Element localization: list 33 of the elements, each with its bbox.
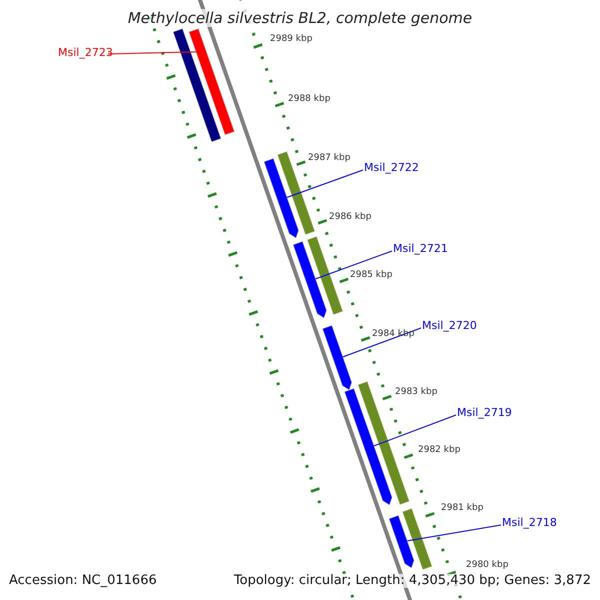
leader-line [286, 170, 364, 198]
leader-line [315, 250, 392, 280]
gene-feature-bar [402, 508, 433, 570]
gene-label: Msil_2722 [364, 162, 419, 174]
leader-line [406, 524, 502, 542]
footer-note: Topology: circular; Length: 4,305,430 bp; Genes: 3,872 [234, 574, 591, 588]
gene-label: Msil_2719 [457, 406, 512, 420]
tick-label: 2985 kbp [350, 271, 392, 281]
tick-label: 2982 kbp [418, 446, 460, 456]
gene-feature-bar [306, 236, 344, 316]
gene-feature-bar [344, 388, 393, 506]
leader-line [108, 51, 196, 54]
tick-label: 2981 kbp [441, 504, 484, 514]
leader-line [374, 414, 456, 446]
gene-feature-bar [292, 240, 328, 319]
gene-feature-bar [388, 514, 415, 569]
gene-label: Msil_2721 [393, 242, 448, 256]
gene-feature-bar [263, 158, 300, 239]
leader-line [342, 328, 422, 358]
gene-feature-bar [188, 28, 236, 136]
gene-label: Msil_2718 [502, 516, 557, 530]
gene-feature-bar [322, 324, 352, 391]
tick-label: 2980 kbp [466, 561, 508, 571]
gene-label: Msil_2720 [422, 320, 477, 332]
footer-note: Accession: NC_011666 [9, 574, 157, 588]
tick-label: 2983 kbp [395, 388, 438, 398]
tick-label: 2989 kbp [270, 35, 312, 45]
tick-label: 2988 kbp [288, 95, 330, 105]
gene-feature-bar [172, 28, 222, 143]
gene-label: Msil_2723 [58, 46, 113, 60]
tick-label: 2986 kbp [329, 213, 372, 223]
tick-label: 2987 kbp [308, 154, 350, 164]
diagram-title: Methylocella silvestris BL2, complete genome [126, 9, 474, 27]
